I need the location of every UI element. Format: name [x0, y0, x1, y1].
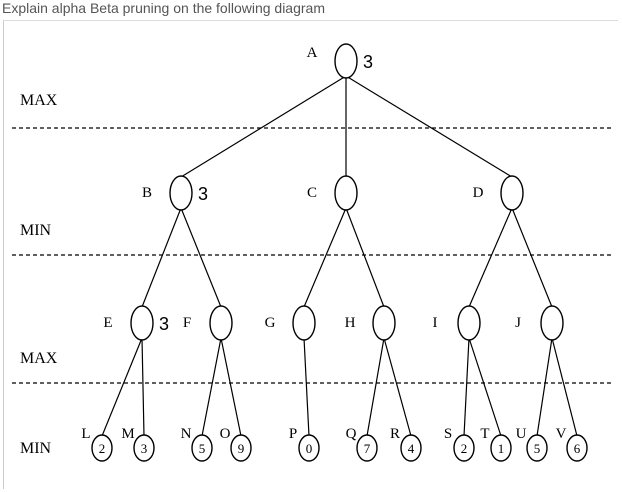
level-label-3: MAX [20, 350, 58, 367]
node-t [490, 434, 512, 462]
node-label-c: C [307, 185, 317, 201]
node-label-l: L [81, 426, 90, 442]
leaf-value-p: 0 [306, 441, 313, 456]
edge-I-S [463, 337, 470, 437]
leaf-value-s: 2 [461, 441, 468, 456]
level-label-2: MIN [20, 222, 52, 239]
node-label-o: O [220, 426, 231, 442]
node-l [91, 434, 113, 462]
node-label-p: P [289, 426, 297, 442]
edge-D-I [468, 207, 513, 308]
leaf-value-u: 5 [534, 441, 541, 456]
node-h [372, 305, 396, 341]
annotation-b: 3 [198, 184, 208, 204]
node-label-a: A [307, 45, 318, 61]
edge-E-L [101, 337, 143, 437]
leaf-value-o: 9 [238, 441, 245, 456]
node-label-h: H [345, 315, 356, 331]
leaf-value-t: 1 [498, 441, 505, 456]
leaf-value-v: 6 [574, 441, 581, 456]
node-p [298, 434, 320, 462]
edge-F-N [201, 337, 222, 437]
node-label-m: M [121, 426, 134, 442]
edge-H-Q [366, 337, 385, 437]
node-label-t: T [480, 426, 489, 442]
edge-C-H [345, 207, 385, 308]
edge-F-O [220, 337, 242, 437]
node-v [566, 434, 588, 462]
edge-C-G [303, 207, 347, 308]
edge-I-T [468, 337, 502, 437]
edge-B-E [141, 207, 182, 308]
node-b [169, 175, 193, 211]
node-u [526, 434, 548, 462]
edge-J-U [536, 337, 553, 437]
node-label-d: D [473, 185, 484, 201]
node-label-j: J [515, 315, 521, 331]
leaf-value-n: 5 [199, 441, 206, 456]
node-g [292, 305, 316, 341]
node-label-v: V [556, 426, 567, 442]
node-f [209, 305, 233, 341]
edge-J-V [551, 337, 578, 437]
node-e [130, 305, 154, 341]
edge-E-M [141, 337, 145, 437]
node-label-n: N [181, 426, 192, 442]
level-label-1: MAX [20, 92, 58, 109]
annotation-e: 3 [159, 314, 169, 334]
edge-G-P [303, 337, 310, 437]
node-r [400, 434, 422, 462]
level-label-4: MIN [20, 440, 52, 457]
node-j [540, 305, 564, 341]
node-m [133, 434, 155, 462]
edge-D-J [511, 207, 553, 308]
node-label-e: E [103, 315, 112, 331]
node-c [334, 175, 358, 211]
node-label-g: G [265, 315, 276, 331]
node-d [500, 175, 524, 211]
node-label-b: B [142, 185, 152, 201]
node-o [230, 434, 252, 462]
question-text: Explain alpha Beta pruning on the follow… [2, 0, 325, 16]
leaf-value-l: 2 [99, 441, 106, 456]
leaf-value-m: 3 [141, 441, 148, 456]
node-s [453, 434, 475, 462]
node-label-q: Q [346, 426, 357, 442]
node-q [356, 434, 378, 462]
edge-B-F [180, 207, 222, 308]
node-label-i: I [433, 315, 438, 331]
node-n [191, 434, 213, 462]
node-a [334, 43, 358, 79]
node-label-f: F [183, 315, 191, 331]
edge-A-B [180, 75, 347, 178]
node-i [457, 305, 481, 341]
leaf-value-q: 7 [364, 441, 371, 456]
node-label-r: R [390, 426, 400, 442]
node-label-s: S [444, 426, 452, 442]
node-label-u: U [516, 426, 527, 442]
edge-H-R [383, 337, 412, 437]
edge-A-D [345, 75, 513, 178]
leaf-value-r: 4 [408, 441, 415, 456]
annotation-a: 3 [363, 52, 373, 72]
